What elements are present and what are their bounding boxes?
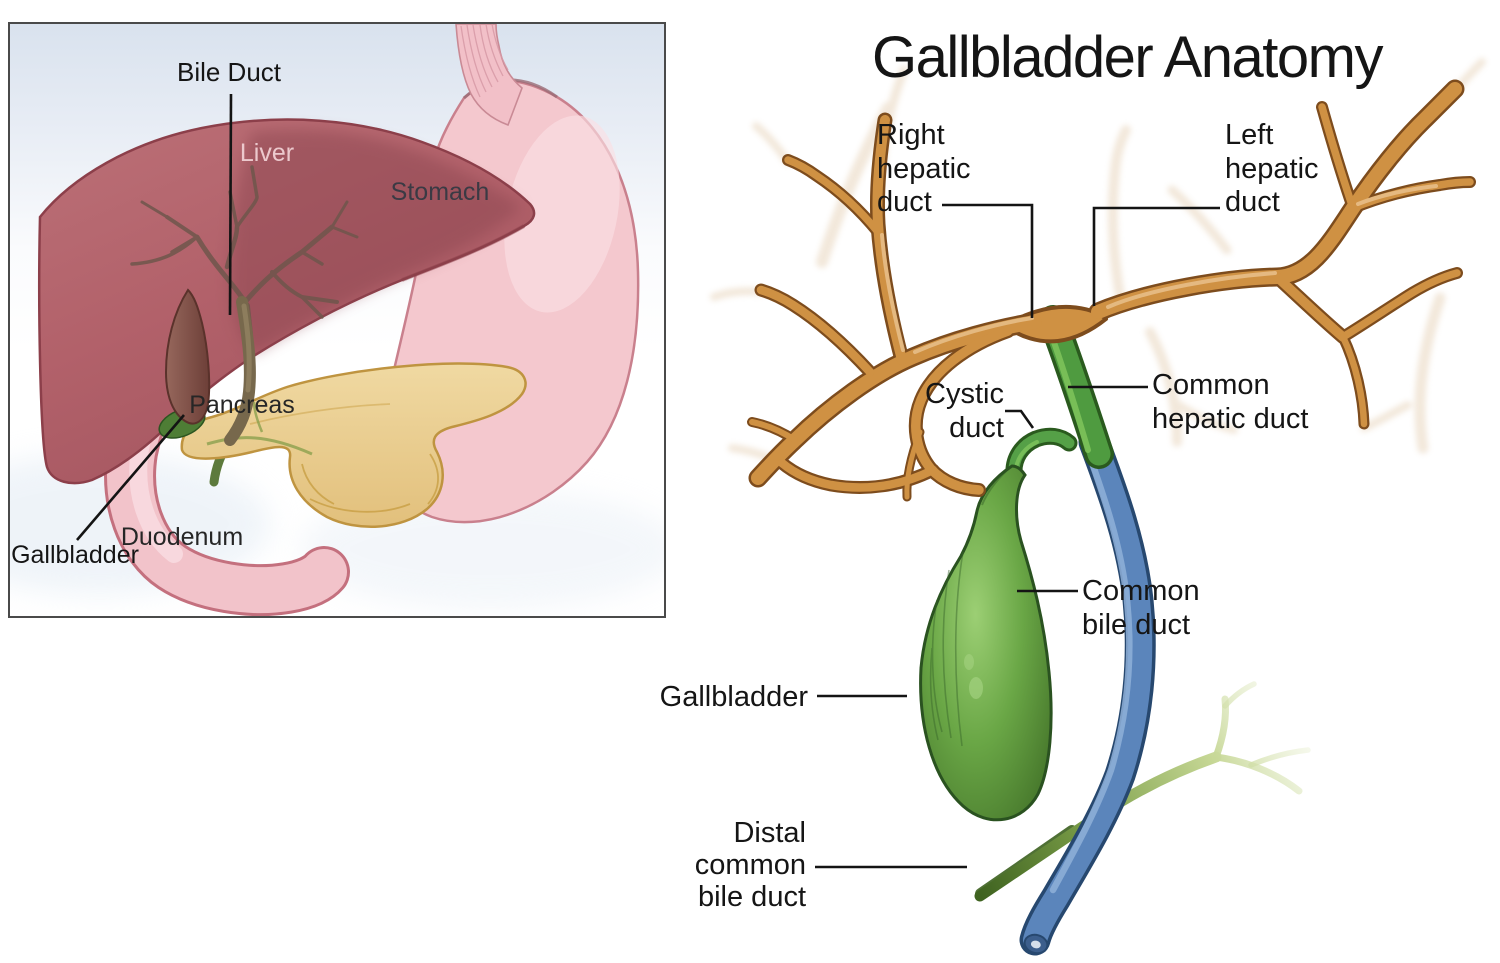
- gallbladder-pointer-line: [76, 414, 185, 541]
- common-bile-duct-label: Common bile duct: [1082, 575, 1200, 641]
- gallbladder-hatching: [929, 551, 964, 747]
- pancreatic-duct-line: [206, 436, 313, 456]
- gallbladder-overview-label: Gallbladder: [11, 541, 139, 569]
- duodenum-label: Duodenum: [120, 523, 244, 551]
- pancreas-shape: [180, 362, 527, 528]
- overview-illustration: [10, 24, 664, 616]
- right-hepatic-pointer-line: [942, 203, 1034, 318]
- overview-panel: [8, 22, 666, 618]
- stomach-label: Stomach: [390, 178, 490, 206]
- gallbladder-shape: [919, 464, 1053, 822]
- left-hepatic-pointer-line: [1092, 206, 1220, 306]
- anatomy-illustration: [710, 58, 1486, 956]
- distal-common-bile-duct-label: Distal common bile duct: [694, 817, 806, 913]
- cystic-pointer-line: [1005, 409, 1035, 429]
- left-hepatic-duct-label: Left hepatic duct: [1225, 119, 1319, 218]
- page-title: Gallbladder Anatomy: [872, 25, 1383, 90]
- liver-label: Liver: [239, 139, 295, 167]
- bile-duct-trunk: [224, 296, 256, 446]
- esophagus-shape: [455, 24, 523, 127]
- common-bile-duct-shape: [1019, 426, 1156, 956]
- gallbladder-label: Gallbladder: [659, 681, 808, 713]
- bile-duct-pointer-line: [228, 93, 233, 316]
- cystic-duct-label: Cystic duct: [925, 378, 1004, 444]
- pancreas-creases: [249, 403, 439, 513]
- esophagus-striations: [460, 24, 509, 98]
- bile-duct-label: Bile Duct: [176, 57, 282, 87]
- cystic-duct-shape: [1005, 427, 1078, 483]
- hepatic-tree-highlights: [880, 184, 1438, 354]
- bile-duct-opening: [1023, 933, 1049, 955]
- pancreas-label: Pancreas: [189, 391, 295, 419]
- right-hepatic-duct-label: Right hepatic duct: [877, 119, 971, 218]
- common-hepatic-duct-label: Common hepatic duct: [1152, 369, 1309, 435]
- hepatic-tree-main: [749, 82, 1474, 500]
